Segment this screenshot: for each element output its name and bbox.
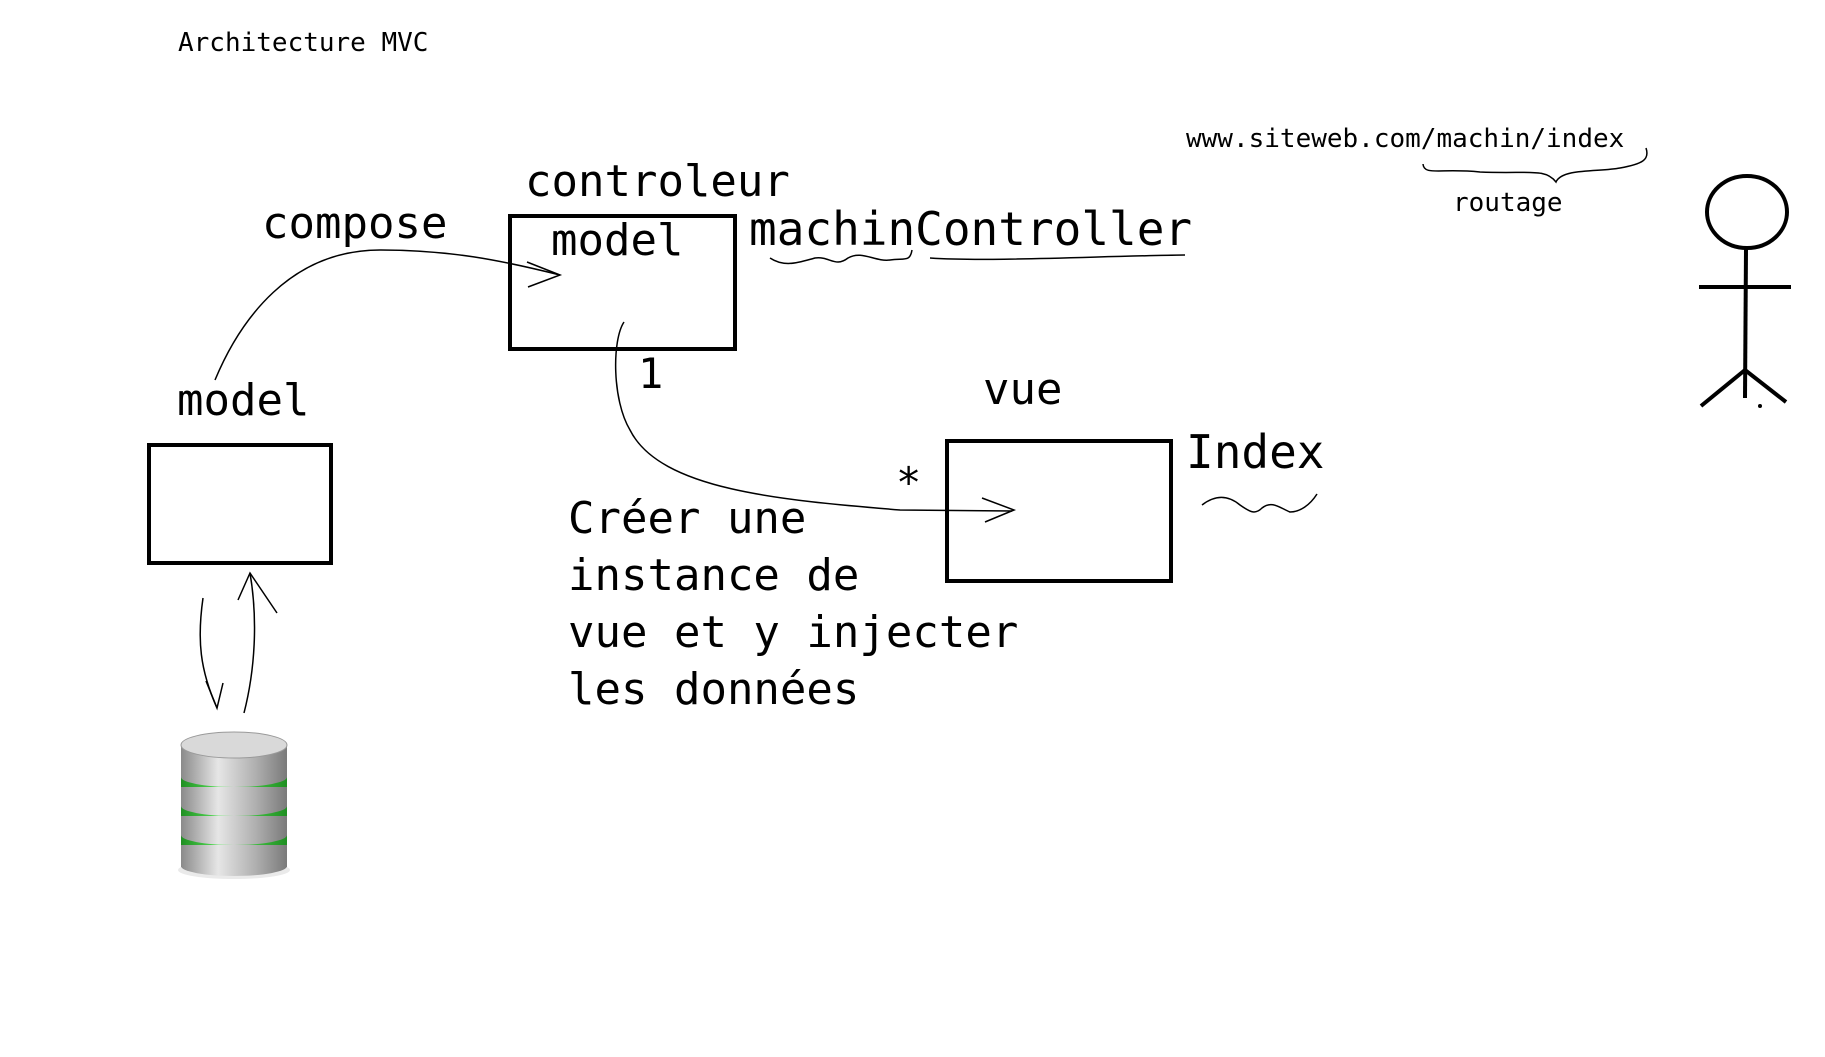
compose-arrowhead [526, 261, 563, 288]
controller-name: machinController [749, 202, 1193, 256]
index-underline [1201, 493, 1318, 513]
vue-box [945, 439, 1173, 583]
association-arrow [614, 321, 1013, 512]
compose-arrow [214, 249, 561, 381]
note-line: Créer une [568, 493, 807, 544]
controller-underline [929, 254, 1186, 261]
note-line: vue et y injecter [568, 607, 1019, 658]
machin-underline [769, 249, 913, 265]
note-line: les données [568, 664, 860, 715]
model-box [147, 443, 333, 565]
stick-figure-dot [1758, 404, 1762, 408]
association-note: Créer une instance de vue et y injecter … [568, 490, 1018, 718]
db-to-model-arrowhead [237, 571, 278, 614]
multiplicity-controller: 1 [638, 349, 664, 398]
compose-label: compose [262, 198, 448, 249]
url-brace [1422, 147, 1648, 184]
controller-inner-label: model [551, 215, 684, 266]
controller-box [508, 214, 737, 351]
database-icon [178, 731, 290, 879]
url-label: www.siteweb.com/machin/index [1186, 124, 1625, 154]
model-to-db-arrowhead [205, 680, 224, 711]
model-stereotype: model [177, 375, 310, 426]
association-arrowhead [981, 497, 1017, 523]
note-line: instance de [568, 550, 860, 601]
controller-stereotype: controleur [525, 156, 790, 207]
page-title: Architecture MVC [178, 28, 429, 58]
db-to-model-arrow [243, 572, 256, 714]
vue-name: Index [1186, 425, 1325, 479]
multiplicity-view: * [896, 458, 922, 507]
model-to-db-arrow [199, 597, 218, 709]
routing-label: routage [1453, 188, 1563, 218]
stick-figure-icon [1699, 174, 1791, 408]
vue-stereotype: vue [983, 364, 1063, 415]
